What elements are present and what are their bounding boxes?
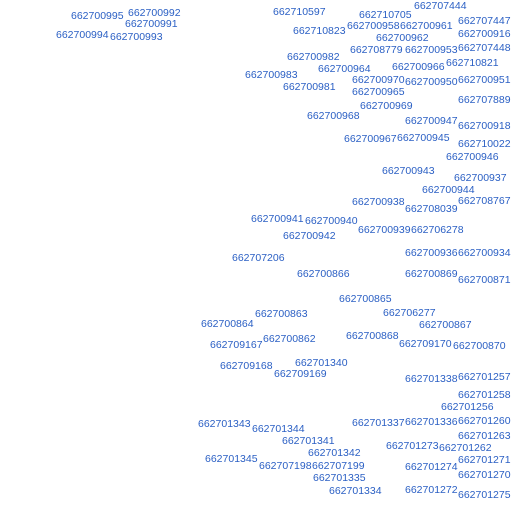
map-label[interactable]: 662708039 bbox=[405, 203, 458, 215]
map-label[interactable]: 662700964 bbox=[318, 63, 371, 75]
map-label[interactable]: 662701272 bbox=[405, 484, 458, 496]
map-label[interactable]: 662700947 bbox=[405, 115, 458, 127]
map-label[interactable]: 662700992 bbox=[128, 7, 181, 19]
map-label[interactable]: 662700950 bbox=[405, 76, 458, 88]
map-label[interactable]: 662700862 bbox=[263, 333, 316, 345]
map-label[interactable]: 662700939 bbox=[358, 224, 411, 236]
map-label[interactable]: 662707889 bbox=[458, 94, 511, 106]
map-label[interactable]: 662709167 bbox=[210, 339, 263, 351]
map-label[interactable]: 662700918 bbox=[458, 120, 511, 132]
map-label[interactable]: 662709168 bbox=[220, 360, 273, 372]
map-label[interactable]: 662707448 bbox=[458, 42, 511, 54]
map-label[interactable]: 662708767 bbox=[458, 195, 511, 207]
map-label[interactable]: 662701341 bbox=[282, 435, 335, 447]
map-label[interactable]: 662700938 bbox=[352, 196, 405, 208]
map-label[interactable]: 662700868 bbox=[346, 330, 399, 342]
map-label[interactable]: 662700865 bbox=[339, 293, 392, 305]
map-label[interactable]: 662700870 bbox=[453, 340, 506, 352]
map-label[interactable]: 662700951 bbox=[458, 74, 511, 86]
map-label[interactable]: 662706277 bbox=[383, 307, 436, 319]
map-label[interactable]: 662700970 bbox=[352, 74, 405, 86]
map-label[interactable]: 662701263 bbox=[458, 430, 511, 442]
map-label[interactable]: 662700969 bbox=[360, 100, 413, 112]
map-label[interactable]: 662701257 bbox=[458, 371, 511, 383]
map-label[interactable]: 662701344 bbox=[252, 423, 305, 435]
map-label[interactable]: 662700869 bbox=[405, 268, 458, 280]
map-label[interactable]: 662707447 bbox=[458, 15, 511, 27]
map-label[interactable]: 662700945 bbox=[397, 132, 450, 144]
map-label[interactable]: 662701340 bbox=[295, 357, 348, 369]
map-label[interactable]: 662700864 bbox=[201, 318, 254, 330]
map-label[interactable]: 662710022 bbox=[458, 138, 511, 150]
map-label[interactable]: 662700937 bbox=[454, 172, 507, 184]
map-label[interactable]: 662700993 bbox=[110, 31, 163, 43]
map-label[interactable]: 662700965 bbox=[352, 86, 405, 98]
map-label[interactable]: 662701262 bbox=[439, 442, 492, 454]
map-label[interactable]: 662707444 bbox=[414, 0, 467, 12]
map-label[interactable]: 662700941 bbox=[251, 213, 304, 225]
map-label[interactable]: 662700967 bbox=[344, 133, 397, 145]
map-label[interactable]: 662707199 bbox=[312, 460, 365, 472]
map-label[interactable]: 662700981 bbox=[283, 81, 336, 93]
map-label[interactable]: 662700871 bbox=[458, 274, 511, 286]
map-label[interactable]: 662700942 bbox=[283, 230, 336, 242]
map-label[interactable]: 662700863 bbox=[255, 308, 308, 320]
map-label[interactable]: 662710821 bbox=[446, 57, 499, 69]
map-label[interactable]: 662700946 bbox=[446, 151, 499, 163]
map-label[interactable]: 662701345 bbox=[205, 453, 258, 465]
map-label[interactable]: 662700995 bbox=[71, 10, 124, 22]
map-label[interactable]: 662710705 bbox=[359, 9, 412, 21]
map-label[interactable]: 662700958 bbox=[347, 20, 400, 32]
map-label[interactable]: 662709170 bbox=[399, 338, 452, 350]
map-label[interactable]: 662700867 bbox=[419, 319, 472, 331]
map-label[interactable]: 662701337 bbox=[352, 417, 405, 429]
map-label[interactable]: 662706278 bbox=[411, 224, 464, 236]
map-label[interactable]: 662700961 bbox=[400, 20, 453, 32]
map-label[interactable]: 662701338 bbox=[405, 373, 458, 385]
map-label[interactable]: 662707198 bbox=[259, 460, 312, 472]
map-label[interactable]: 662700944 bbox=[422, 184, 475, 196]
map-label[interactable]: 662710597 bbox=[273, 6, 326, 18]
map-label[interactable]: 662700991 bbox=[125, 18, 178, 30]
map-label[interactable]: 662701260 bbox=[458, 415, 511, 427]
map-label[interactable]: 662707206 bbox=[232, 252, 285, 264]
map-label[interactable]: 662700936 bbox=[405, 247, 458, 259]
map-label[interactable]: 662700962 bbox=[376, 32, 429, 44]
map-label[interactable]: 662700940 bbox=[305, 215, 358, 227]
map-label[interactable]: 662700953 bbox=[405, 44, 458, 56]
map-label[interactable]: 662700934 bbox=[458, 247, 511, 259]
map-label[interactable]: 662701256 bbox=[441, 401, 494, 413]
map-label[interactable]: 662700982 bbox=[287, 51, 340, 63]
map-label[interactable]: 662710823 bbox=[293, 25, 346, 37]
map-label[interactable]: 662700968 bbox=[307, 110, 360, 122]
map-label[interactable]: 662708779 bbox=[350, 44, 403, 56]
map-label[interactable]: 662701342 bbox=[308, 447, 361, 459]
map-label[interactable]: 662701336 bbox=[405, 416, 458, 428]
map-label[interactable]: 662701270 bbox=[458, 469, 511, 481]
map-label[interactable]: 662701271 bbox=[458, 454, 511, 466]
map-label[interactable]: 662709169 bbox=[274, 368, 327, 380]
map-label[interactable]: 662701258 bbox=[458, 389, 511, 401]
map-label[interactable]: 662700983 bbox=[245, 69, 298, 81]
map-label[interactable]: 662700943 bbox=[382, 165, 435, 177]
map-label[interactable]: 662700966 bbox=[392, 61, 445, 73]
map-label[interactable]: 662701334 bbox=[329, 485, 382, 497]
map-label[interactable]: 662700866 bbox=[297, 268, 350, 280]
map-label[interactable]: 662700916 bbox=[458, 28, 511, 40]
map-label[interactable]: 662701273 bbox=[386, 440, 439, 452]
map-label[interactable]: 662700994 bbox=[56, 29, 109, 41]
map-label[interactable]: 662701343 bbox=[198, 418, 251, 430]
map-label[interactable]: 662701275 bbox=[458, 489, 511, 501]
map-label[interactable]: 662701274 bbox=[405, 461, 458, 473]
map-label[interactable]: 662701335 bbox=[313, 472, 366, 484]
